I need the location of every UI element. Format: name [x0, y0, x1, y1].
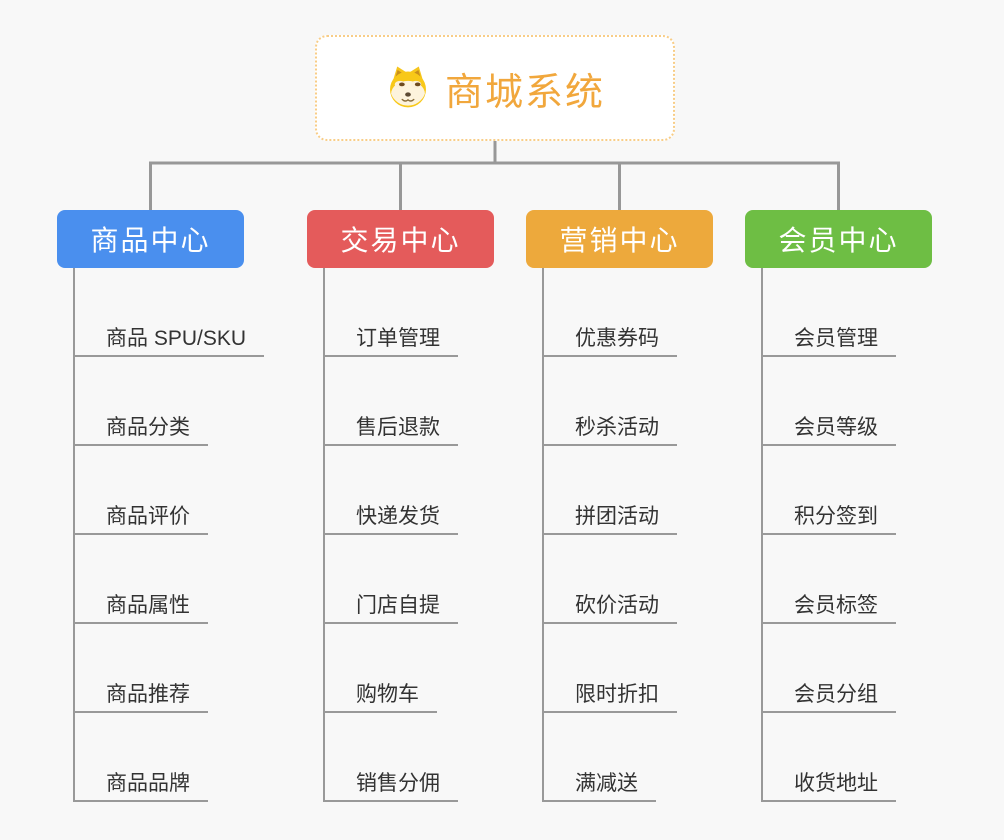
- branch-node-product-center[interactable]: 商品中心: [57, 210, 244, 268]
- topic-item[interactable]: 订单管理: [323, 317, 458, 357]
- branch-node-marketing-center[interactable]: 营销中心: [526, 210, 713, 268]
- topic-item[interactable]: 商品 SPU/SKU: [73, 317, 265, 357]
- topic-item[interactable]: 购物车: [323, 673, 437, 713]
- root-node[interactable]: 商城系统: [315, 35, 675, 141]
- topic-item[interactable]: 砍价活动: [542, 584, 677, 624]
- branch-label: 商品中心: [90, 225, 211, 256]
- branch-label: 营销中心: [559, 225, 680, 256]
- topic-item[interactable]: 会员分组: [761, 673, 896, 713]
- branch-node-member-center[interactable]: 会员中心: [745, 210, 932, 268]
- topic-item[interactable]: 会员标签: [761, 584, 896, 624]
- topic-item[interactable]: 秒杀活动: [542, 406, 677, 446]
- topic-item[interactable]: 拼团活动: [542, 495, 677, 535]
- topic-item[interactable]: 商品推荐: [73, 673, 208, 713]
- topic-item[interactable]: 销售分佣: [323, 762, 458, 802]
- topic-item[interactable]: 商品评价: [73, 495, 208, 535]
- branch-spine: [542, 268, 544, 802]
- topic-item[interactable]: 收货地址: [761, 762, 896, 802]
- branch-label: 会员中心: [778, 225, 899, 256]
- topic-item[interactable]: 限时折扣: [542, 673, 677, 713]
- topic-item[interactable]: 门店自提: [323, 584, 458, 624]
- topic-item[interactable]: 商品分类: [73, 406, 208, 446]
- root-label: 商城系统: [444, 71, 605, 114]
- branch-spine: [323, 268, 325, 802]
- doge-icon: [390, 66, 426, 108]
- topic-item[interactable]: 积分签到: [761, 495, 896, 535]
- topic-item[interactable]: 商品品牌: [73, 762, 208, 802]
- branch-spine: [761, 268, 763, 802]
- topic-item[interactable]: 会员管理: [761, 317, 896, 357]
- topic-item[interactable]: 售后退款: [323, 406, 458, 446]
- branch-node-trade-center[interactable]: 交易中心: [307, 210, 494, 268]
- topic-item[interactable]: 满减送: [542, 762, 656, 802]
- topic-item[interactable]: 快递发货: [323, 495, 458, 535]
- topic-item[interactable]: 商品属性: [73, 584, 208, 624]
- branch-spine: [73, 268, 75, 802]
- branch-label: 交易中心: [340, 225, 461, 256]
- topic-item[interactable]: 优惠券码: [542, 317, 677, 357]
- topic-item[interactable]: 会员等级: [761, 406, 896, 446]
